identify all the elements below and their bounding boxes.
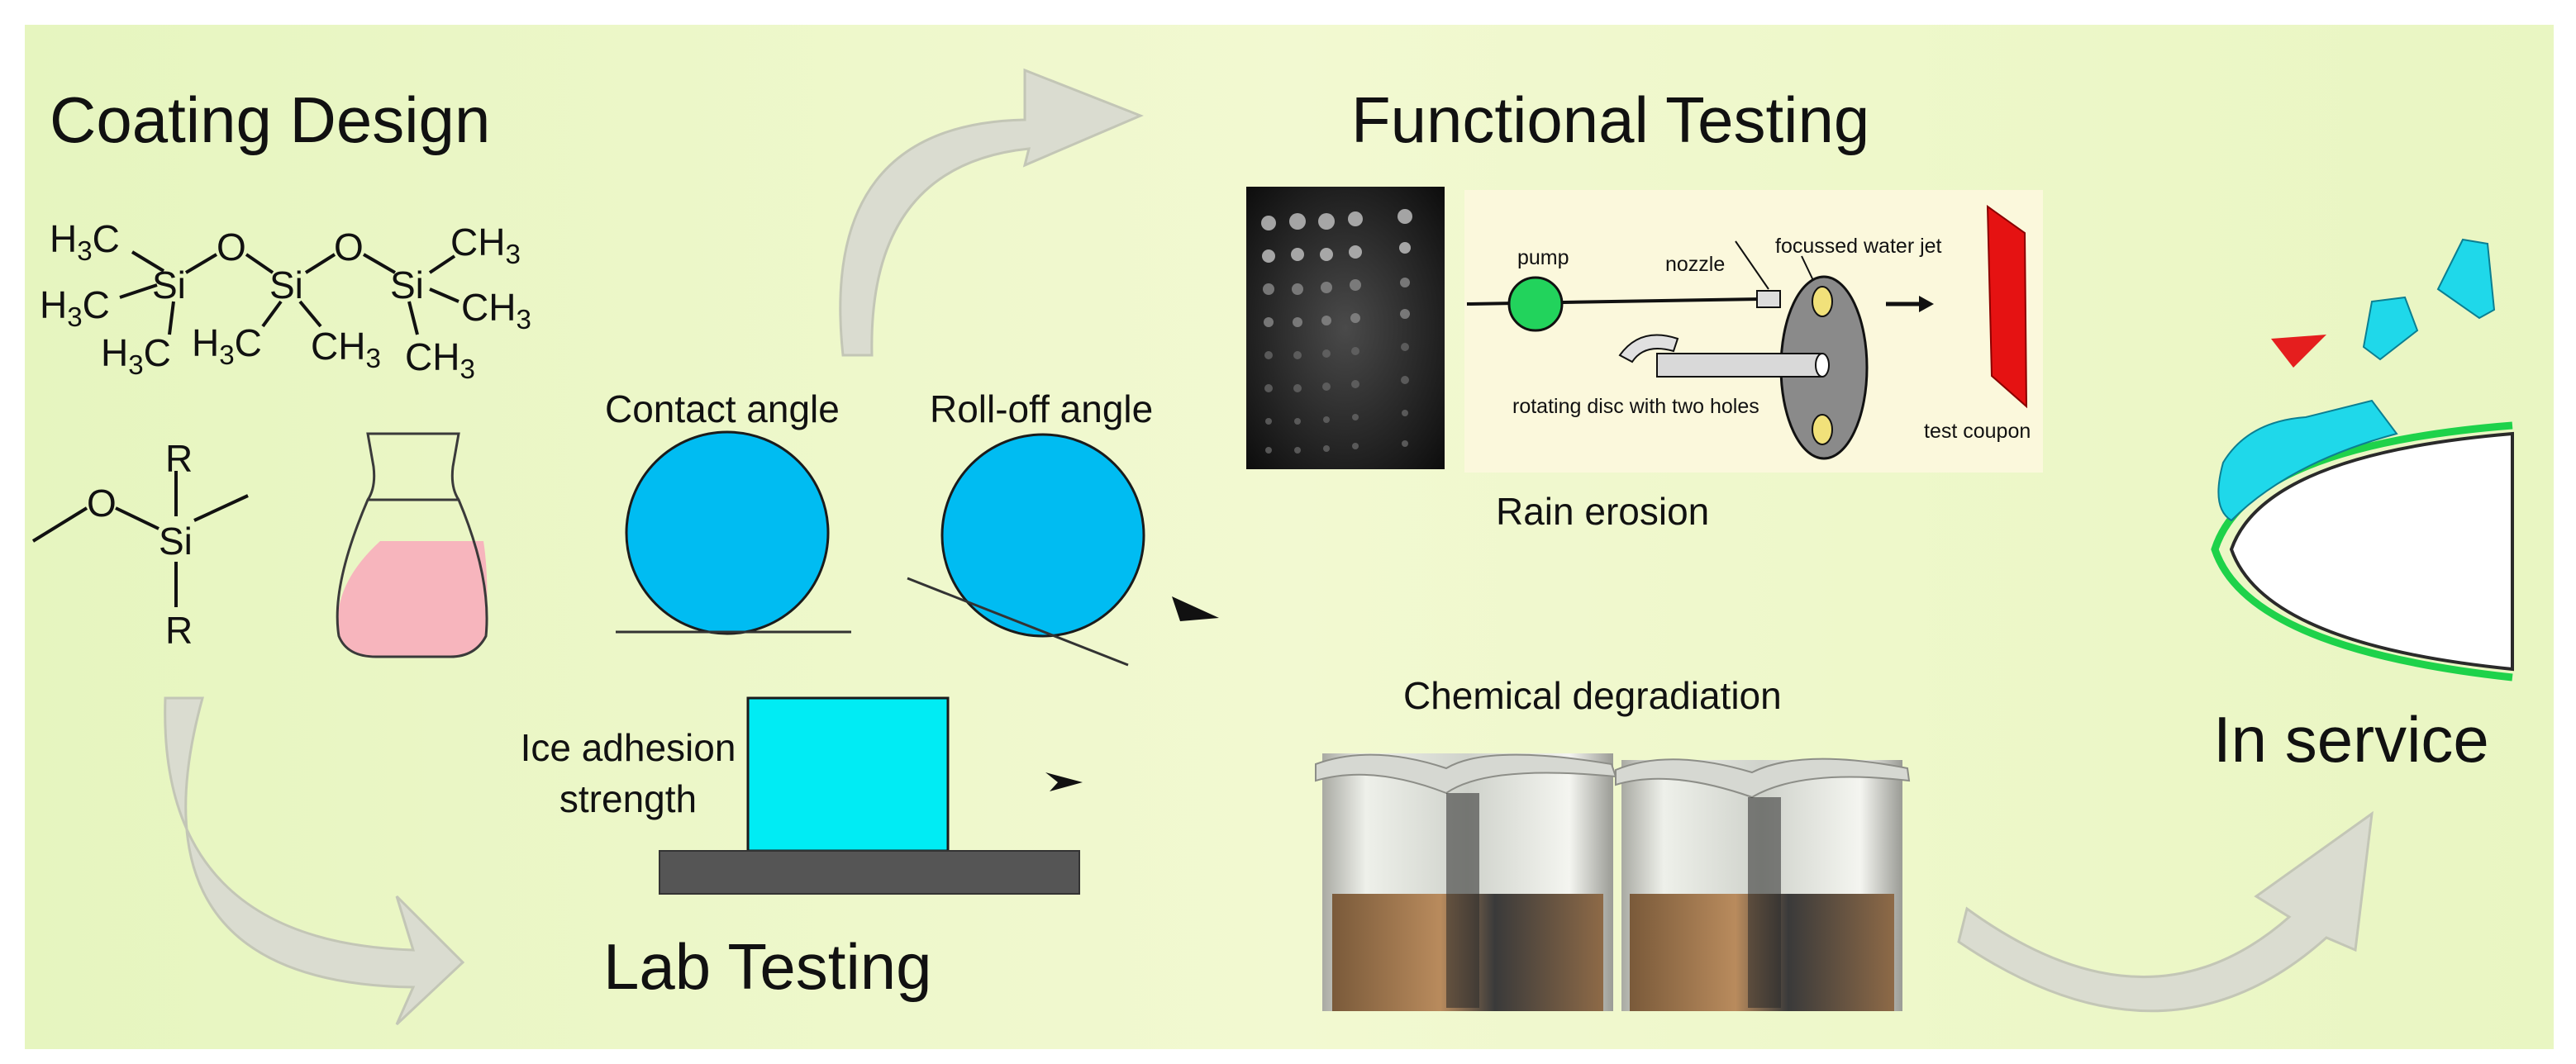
si-label: Si [390,264,424,306]
heading-lab-testing: Lab Testing [603,930,932,1003]
ch3-label: CH3 [450,221,521,271]
contact-angle-label: Contact angle [605,387,840,430]
beakers-photo [1315,753,1911,1011]
oxygen-label: O [217,226,246,268]
contact-angle-droplet [625,430,830,635]
pump-label: pump [1517,246,1569,269]
nozzle-icon [1756,290,1781,308]
wing-leading-edge [2211,238,2514,682]
h3c-label: H3C [192,321,262,372]
test-coupon-label: test coupon [1924,420,2031,443]
silane-structure [31,471,249,607]
heading-in-service: In service [2213,703,2489,776]
test-coupon-icon [1986,205,2028,409]
h3c-label: H3C [50,217,120,268]
ice-fragment-1 [2362,296,2419,361]
water-jet-label: focussed water jet [1775,235,1942,258]
ice-adhesion-label: Ice adhesion [520,726,736,769]
ice-fragment-2 [2436,238,2496,320]
ch3-label: CH3 [311,325,381,375]
r-group-label: R [165,609,193,652]
siloxane-structure [119,250,459,335]
ice-adhesion-label: strength [559,777,698,820]
rotating-disc-label: rotating disc with two holes [1512,395,1759,418]
nozzle-label: nozzle [1665,253,1726,276]
rain-erosion-rig [1464,190,2043,473]
red-shard [2271,335,2326,368]
heading-functional-testing: Functional Testing [1351,83,1870,156]
roll-off-droplet [940,433,1145,638]
ch3-label: CH3 [461,286,531,336]
rain-erosion-photo [1246,187,1445,469]
background [25,25,2554,1049]
si-label: Si [269,264,303,306]
heading-coating-design: Coating Design [50,83,491,156]
h3c-label: H3C [40,283,110,334]
arrow-lab-to-functional [839,68,1144,357]
oxygen-label: O [87,482,117,525]
chemical-degradation-label: Chemical degradiation [1403,674,1782,717]
push-arrowhead [1045,772,1083,791]
arrow-functional-to-service [1957,810,2374,1013]
ch3-label: CH3 [405,335,475,386]
flask-icon [336,432,488,658]
roll-off-arrowhead [1172,596,1219,621]
si-label: Si [152,264,186,306]
h3c-label: H3C [101,331,171,382]
pump-icon [1507,276,1564,332]
ice-block [746,696,950,853]
oxygen-label: O [334,226,364,268]
r-group-label: R [165,437,193,480]
ice-accretion [2217,399,2398,522]
arrow-coating-to-lab [164,696,465,1026]
si-label: Si [159,520,193,563]
roll-off-surface [907,577,1129,667]
roll-off-angle-label: Roll-off angle [930,387,1154,430]
rotation-arrow-icon [1618,334,1679,363]
rain-erosion-label: Rain erosion [1496,490,1710,533]
substrate [659,850,1080,895]
